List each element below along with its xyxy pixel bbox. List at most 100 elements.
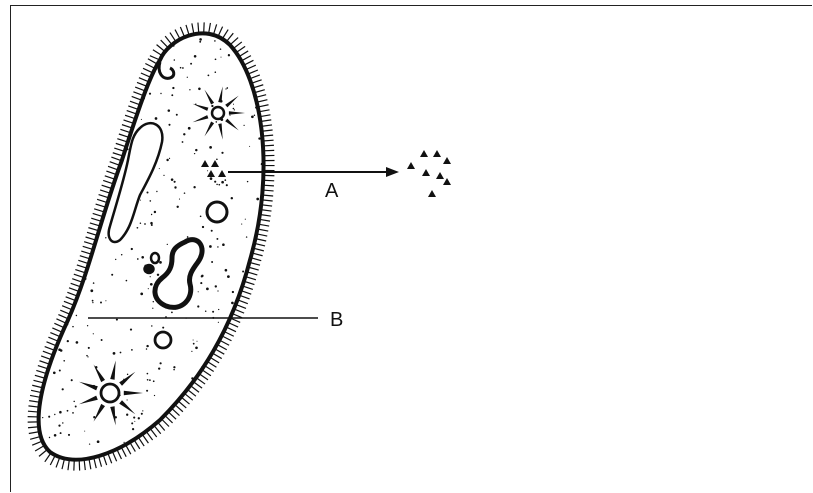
granule — [202, 226, 204, 228]
granule — [52, 289, 54, 291]
granule — [120, 352, 122, 354]
granule — [89, 443, 90, 444]
granule — [46, 136, 48, 138]
granule — [246, 236, 247, 237]
granule — [131, 349, 133, 351]
granule — [141, 119, 142, 120]
granule — [159, 261, 162, 264]
granule — [167, 244, 168, 245]
cell-membrane — [39, 33, 264, 459]
granule — [160, 441, 161, 442]
granule — [171, 178, 174, 181]
granule — [213, 428, 215, 430]
granule — [193, 339, 194, 340]
granule — [71, 244, 73, 246]
granule — [58, 224, 61, 227]
granule — [252, 293, 254, 295]
granule — [30, 119, 32, 121]
granule — [203, 463, 205, 465]
granule — [214, 40, 216, 42]
granule — [31, 212, 33, 214]
granule — [100, 302, 102, 304]
granule — [272, 42, 274, 44]
granule — [112, 75, 114, 77]
granule — [57, 244, 59, 246]
granule — [258, 322, 259, 323]
granule — [251, 382, 252, 383]
granule — [73, 60, 74, 61]
granule — [140, 200, 141, 201]
granule — [52, 309, 55, 312]
granule — [131, 248, 133, 250]
granule — [30, 459, 32, 461]
granule — [111, 274, 113, 276]
granule — [68, 434, 70, 436]
granule — [110, 42, 111, 43]
granule — [137, 68, 140, 71]
granule — [40, 232, 42, 234]
granule — [243, 125, 244, 126]
granule — [216, 379, 218, 381]
granule — [168, 109, 171, 112]
granule — [93, 37, 96, 40]
granule — [204, 414, 206, 416]
granule — [154, 464, 155, 465]
granule — [212, 311, 214, 313]
granule — [64, 94, 66, 96]
granule — [116, 319, 118, 321]
granule — [143, 97, 145, 99]
granule — [226, 87, 228, 89]
granule — [126, 414, 128, 416]
granule — [215, 121, 217, 123]
granule — [59, 200, 61, 202]
granule — [160, 362, 162, 364]
granule — [55, 57, 57, 59]
granule — [195, 346, 198, 349]
granule — [38, 44, 41, 47]
granule — [151, 224, 153, 226]
granule — [200, 282, 202, 284]
granule — [32, 285, 34, 287]
granule — [34, 179, 35, 180]
granule — [187, 77, 188, 78]
granule — [53, 371, 56, 374]
granule — [238, 429, 240, 431]
granule — [51, 258, 52, 259]
granule — [34, 110, 36, 112]
granule — [141, 413, 143, 415]
granule — [190, 63, 192, 65]
granule — [200, 215, 202, 217]
granule — [54, 434, 57, 437]
granule — [47, 31, 49, 33]
granule — [66, 188, 67, 189]
granule — [31, 187, 33, 189]
granule — [105, 300, 106, 301]
granule — [246, 446, 248, 448]
granule — [255, 72, 256, 73]
granule — [217, 290, 218, 291]
granule — [90, 95, 92, 97]
granule — [236, 384, 238, 386]
granule — [90, 289, 93, 292]
granule — [48, 78, 49, 79]
granule — [62, 422, 63, 423]
granule — [67, 324, 69, 326]
granule — [256, 198, 259, 201]
granule — [209, 146, 212, 149]
granule — [199, 38, 202, 41]
granule — [83, 81, 84, 82]
granule — [218, 309, 219, 310]
granule — [220, 434, 221, 435]
label-b: B — [330, 310, 343, 330]
granule — [265, 132, 268, 135]
granule — [266, 422, 267, 423]
granule — [59, 166, 61, 168]
granule — [258, 137, 260, 139]
granule — [213, 373, 215, 375]
granule — [162, 327, 164, 329]
granule — [216, 184, 218, 186]
granule — [58, 348, 61, 351]
granule — [166, 159, 168, 161]
granule — [89, 103, 90, 104]
granule — [61, 172, 63, 174]
